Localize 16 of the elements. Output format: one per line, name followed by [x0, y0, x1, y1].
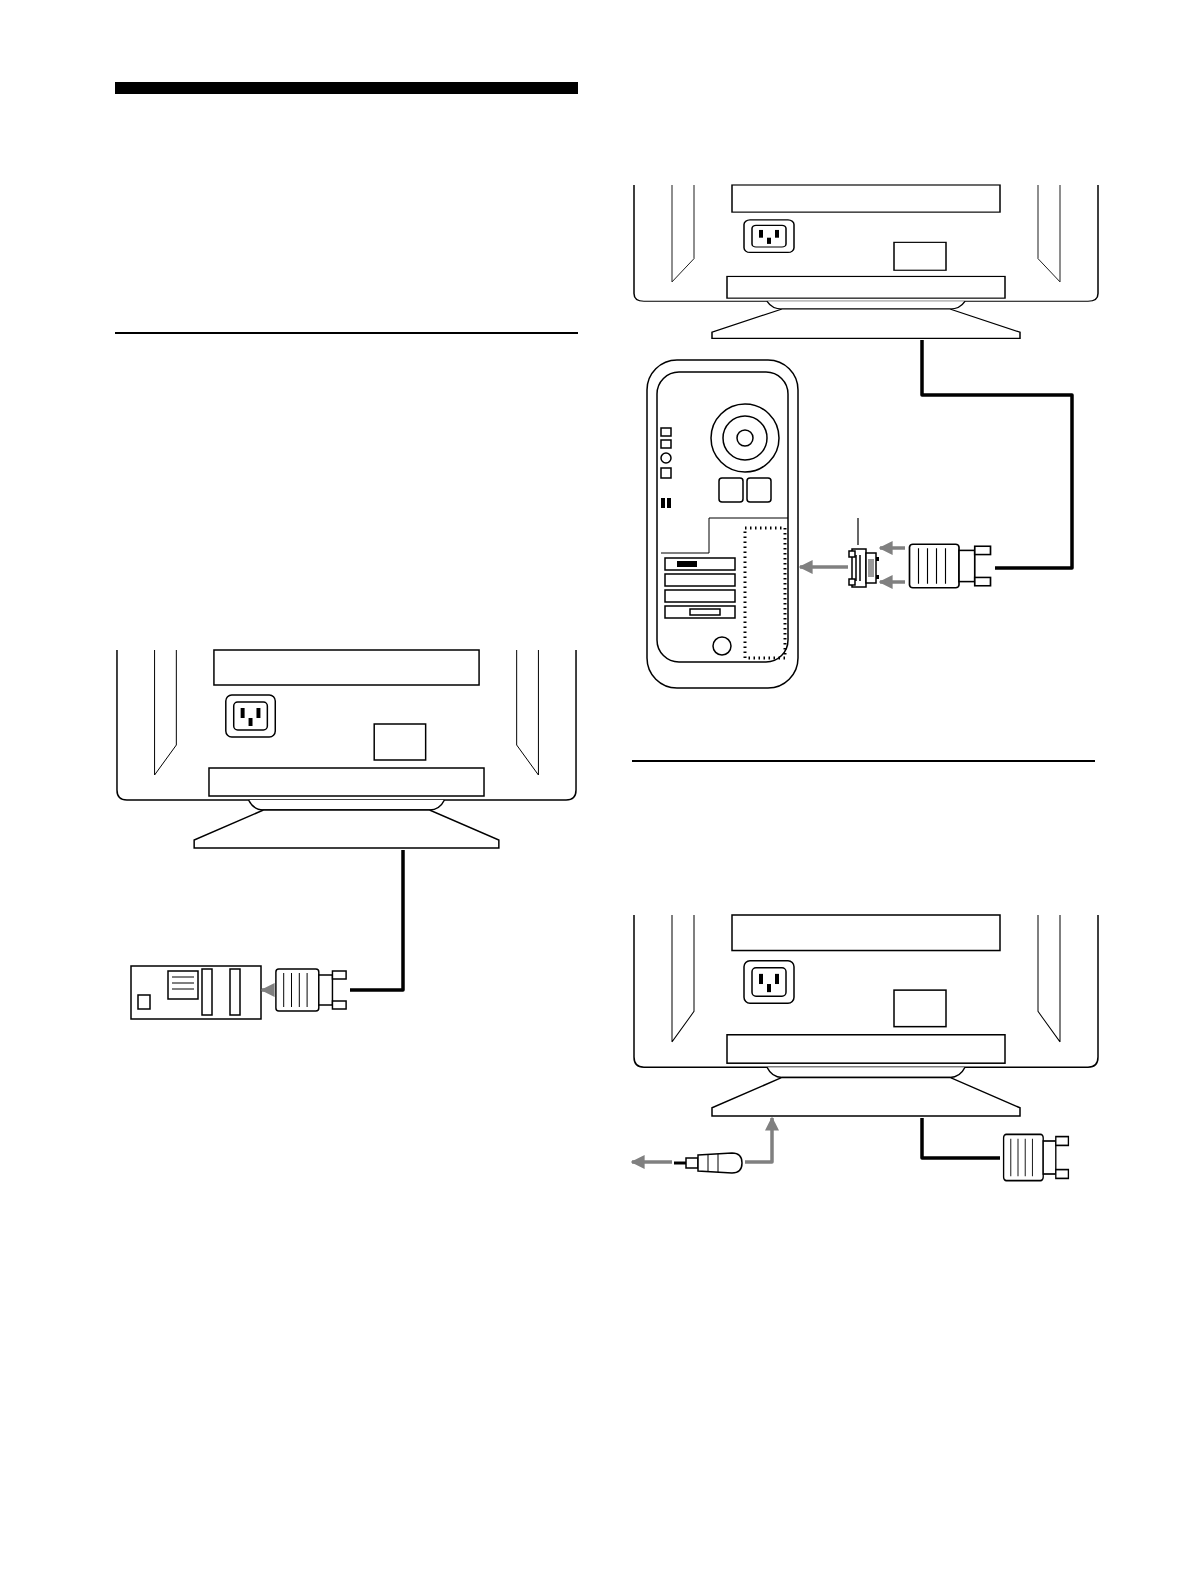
- arrow: [798, 560, 848, 574]
- power-plug-drawing: [672, 1150, 745, 1176]
- arrow: [878, 575, 905, 589]
- monitor-drawing: [632, 185, 1100, 340]
- cable: [920, 1118, 1000, 1160]
- computer-drawing: [130, 965, 262, 1020]
- arrow: [260, 983, 275, 997]
- arrow: [630, 1155, 672, 1169]
- leader-line: [857, 517, 859, 546]
- arrow: [745, 1116, 779, 1164]
- computer-drawing: [645, 358, 800, 690]
- connector-plug-drawing: [272, 965, 350, 1015]
- monitor-drawing: [632, 915, 1100, 1118]
- monitor-drawing: [115, 650, 578, 850]
- arrow: [878, 541, 905, 555]
- adapter-drawing: [848, 545, 880, 591]
